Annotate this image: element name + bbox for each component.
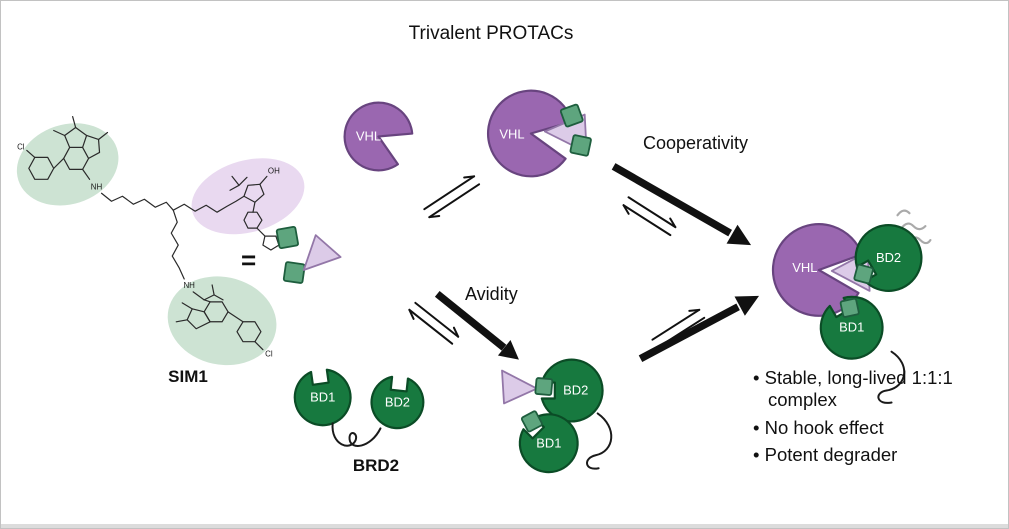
figure-title: Trivalent PROTACs (408, 23, 574, 44)
warhead-structure-bottom (175, 284, 264, 351)
bottom-border-strip (1, 524, 1008, 528)
atom-label-nh-bottom: NH (183, 281, 195, 290)
sim1-label: SIM1 (168, 367, 208, 386)
peg-linkers (100, 192, 245, 280)
vhl-ligand-triangle-icon (501, 369, 538, 405)
warhead-square-icon (569, 134, 592, 157)
properties-bullet-list: Stable, long-lived 1:1:1 complex No hook… (753, 367, 953, 472)
brd2-linker-squiggle (331, 422, 382, 447)
bullet-item: Potent degrader (753, 444, 953, 466)
equals-sign: = (241, 245, 257, 275)
ternary-complex: VHL BD2 BD1 (771, 209, 932, 404)
equilibrium-upper-left (423, 175, 481, 219)
bd2-label: BD2 (876, 250, 901, 265)
brd2-label: BRD2 (352, 456, 400, 475)
protac-schematic (275, 225, 342, 284)
warhead-square-icon (534, 377, 554, 396)
vhl-free: VHL (343, 101, 414, 172)
atom-label-nh-top: NH (91, 182, 103, 191)
avidity-label: Avidity (465, 284, 518, 304)
warhead-square-icon (520, 410, 543, 433)
vhl-ligand-triangle-icon (302, 234, 342, 271)
warhead-structure-top (26, 115, 109, 180)
atom-label-cl-bottom: Cl (265, 350, 273, 359)
avidity-arrow (434, 290, 519, 360)
vhl-pacman-shape (343, 101, 414, 172)
cooperativity-label: Cooperativity (643, 133, 749, 153)
equilibrium-lower-left (408, 301, 460, 345)
brd2-protac-complex: BD2 BD1 (501, 358, 613, 474)
vhl-pacman-shape (486, 89, 574, 178)
warhead-square-icon (839, 297, 860, 318)
bd1-domain-shape (819, 295, 884, 360)
highlight-ellipse-warhead-top (16, 123, 119, 206)
atom-label-cl-top: Cl (17, 142, 25, 151)
warhead-square-icon (282, 261, 306, 284)
bd2-domain-shape (370, 375, 425, 430)
warhead-square-icon (559, 103, 584, 128)
bd1-label: BD1 (839, 320, 864, 335)
vhl-complex-label: VHL (499, 126, 524, 141)
bullet-item: No hook effect (753, 417, 953, 439)
bd1-domain-shape (518, 413, 579, 474)
vhl-ternary-label: VHL (792, 260, 817, 275)
bd1-label: BD1 (536, 435, 561, 450)
bd2-label: BD2 (563, 383, 588, 398)
warhead-square-icon (853, 263, 874, 285)
bd2-label: BD2 (385, 394, 410, 409)
vhl-ligand-structure (229, 175, 280, 251)
lower-convergence-arrow (638, 295, 760, 362)
bd2-domain-shape (854, 224, 923, 292)
bullet-item: Stable, long-lived 1:1:1 complex (753, 367, 953, 411)
brd2-free: BD1 BD2 (293, 368, 425, 447)
highlight-ellipse-vhl-ligand (191, 158, 305, 235)
atom-label-oh: OH (268, 166, 280, 175)
bd1-label: BD1 (310, 389, 335, 404)
vhl-protac-complex: VHL (486, 89, 592, 178)
vhl-free-label: VHL (356, 128, 381, 143)
sim1-molecule: Cl NH OH NH Cl (16, 115, 305, 366)
brd2-linker-squiggle (586, 412, 613, 470)
cooperativity-arrow (611, 163, 752, 246)
warhead-square-icon (275, 225, 299, 250)
equilibrium-upper-right (622, 196, 677, 237)
